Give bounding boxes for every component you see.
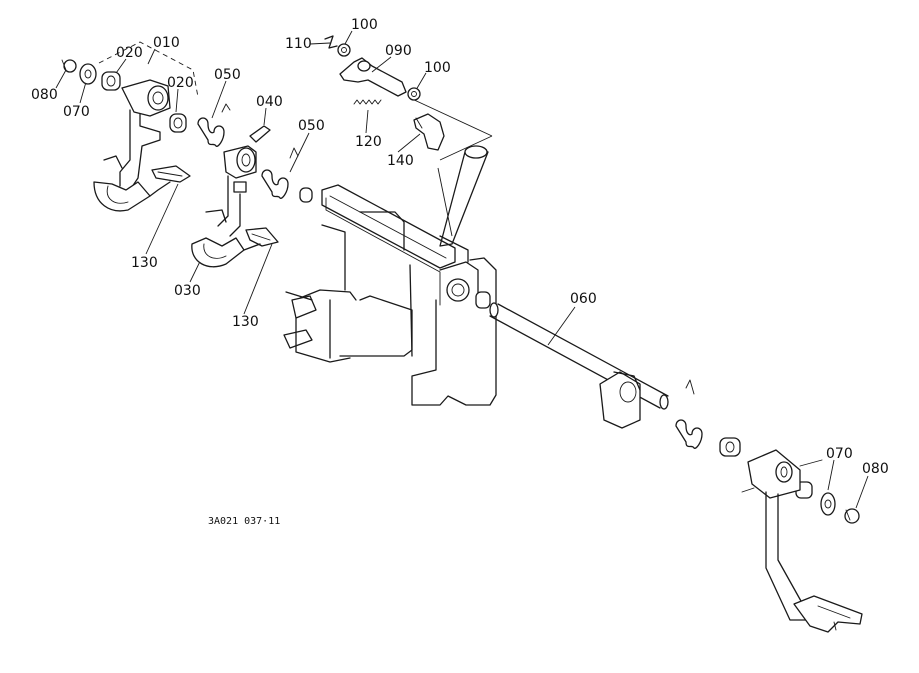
label-050-lower: 050 — [298, 118, 325, 134]
label-100-upper: 100 — [351, 17, 378, 33]
label-060: 060 — [570, 291, 597, 307]
pedal-bracket-frame — [283, 145, 497, 406]
label-070-left: 070 — [63, 104, 90, 120]
leader-lines — [55, 30, 869, 509]
label-110: 110 — [285, 36, 312, 52]
part-090-arm — [339, 57, 407, 97]
part-120-spring — [353, 99, 382, 105]
part-040-key — [249, 125, 271, 143]
spring-right — [675, 419, 703, 449]
label-120: 120 — [355, 134, 382, 150]
part-060-cross-shaft — [299, 187, 669, 429]
label-030: 030 — [174, 283, 201, 299]
left-hardware — [61, 59, 187, 133]
part-110-clip — [324, 35, 338, 49]
part-080-snapring-right — [844, 508, 860, 524]
label-090: 090 — [385, 43, 412, 59]
spring-lower — [261, 169, 289, 199]
drawing-code: 3A021 037·11 — [208, 516, 280, 527]
label-100-lower: 100 — [424, 60, 451, 76]
grouping-dashed-box — [98, 41, 199, 98]
label-020-upper: 020 — [116, 45, 143, 61]
part-030-clutch-pedal — [191, 145, 261, 268]
right-brake-pedal — [741, 449, 863, 633]
part-140-pad — [413, 113, 445, 151]
part-050-springs — [197, 103, 299, 199]
part-100-washer-upper — [337, 43, 351, 57]
label-080-right: 080 — [862, 461, 889, 477]
part-130-pedal-pads — [151, 165, 279, 247]
label-130-lower: 130 — [232, 314, 259, 330]
part-100-washer-lower — [407, 87, 421, 101]
label-040: 040 — [256, 94, 283, 110]
part-020-bushing-right — [169, 113, 187, 133]
spring-upper — [197, 117, 225, 147]
label-050-upper: 050 — [214, 67, 241, 83]
part-020-bushing-left — [101, 71, 121, 91]
part-010-brake-pedal — [93, 79, 171, 212]
label-140: 140 — [387, 153, 414, 169]
label-130-upper: 130 — [131, 255, 158, 271]
label-070-right: 070 — [826, 446, 853, 462]
part-070-washer-right — [820, 492, 836, 516]
label-010: 010 — [153, 35, 180, 51]
return-arm-assembly — [324, 35, 445, 151]
part-070-washer-left — [79, 63, 97, 85]
bushing-right — [719, 437, 741, 457]
label-020-lower: 020 — [167, 75, 194, 91]
label-080-left: 080 — [31, 87, 58, 103]
